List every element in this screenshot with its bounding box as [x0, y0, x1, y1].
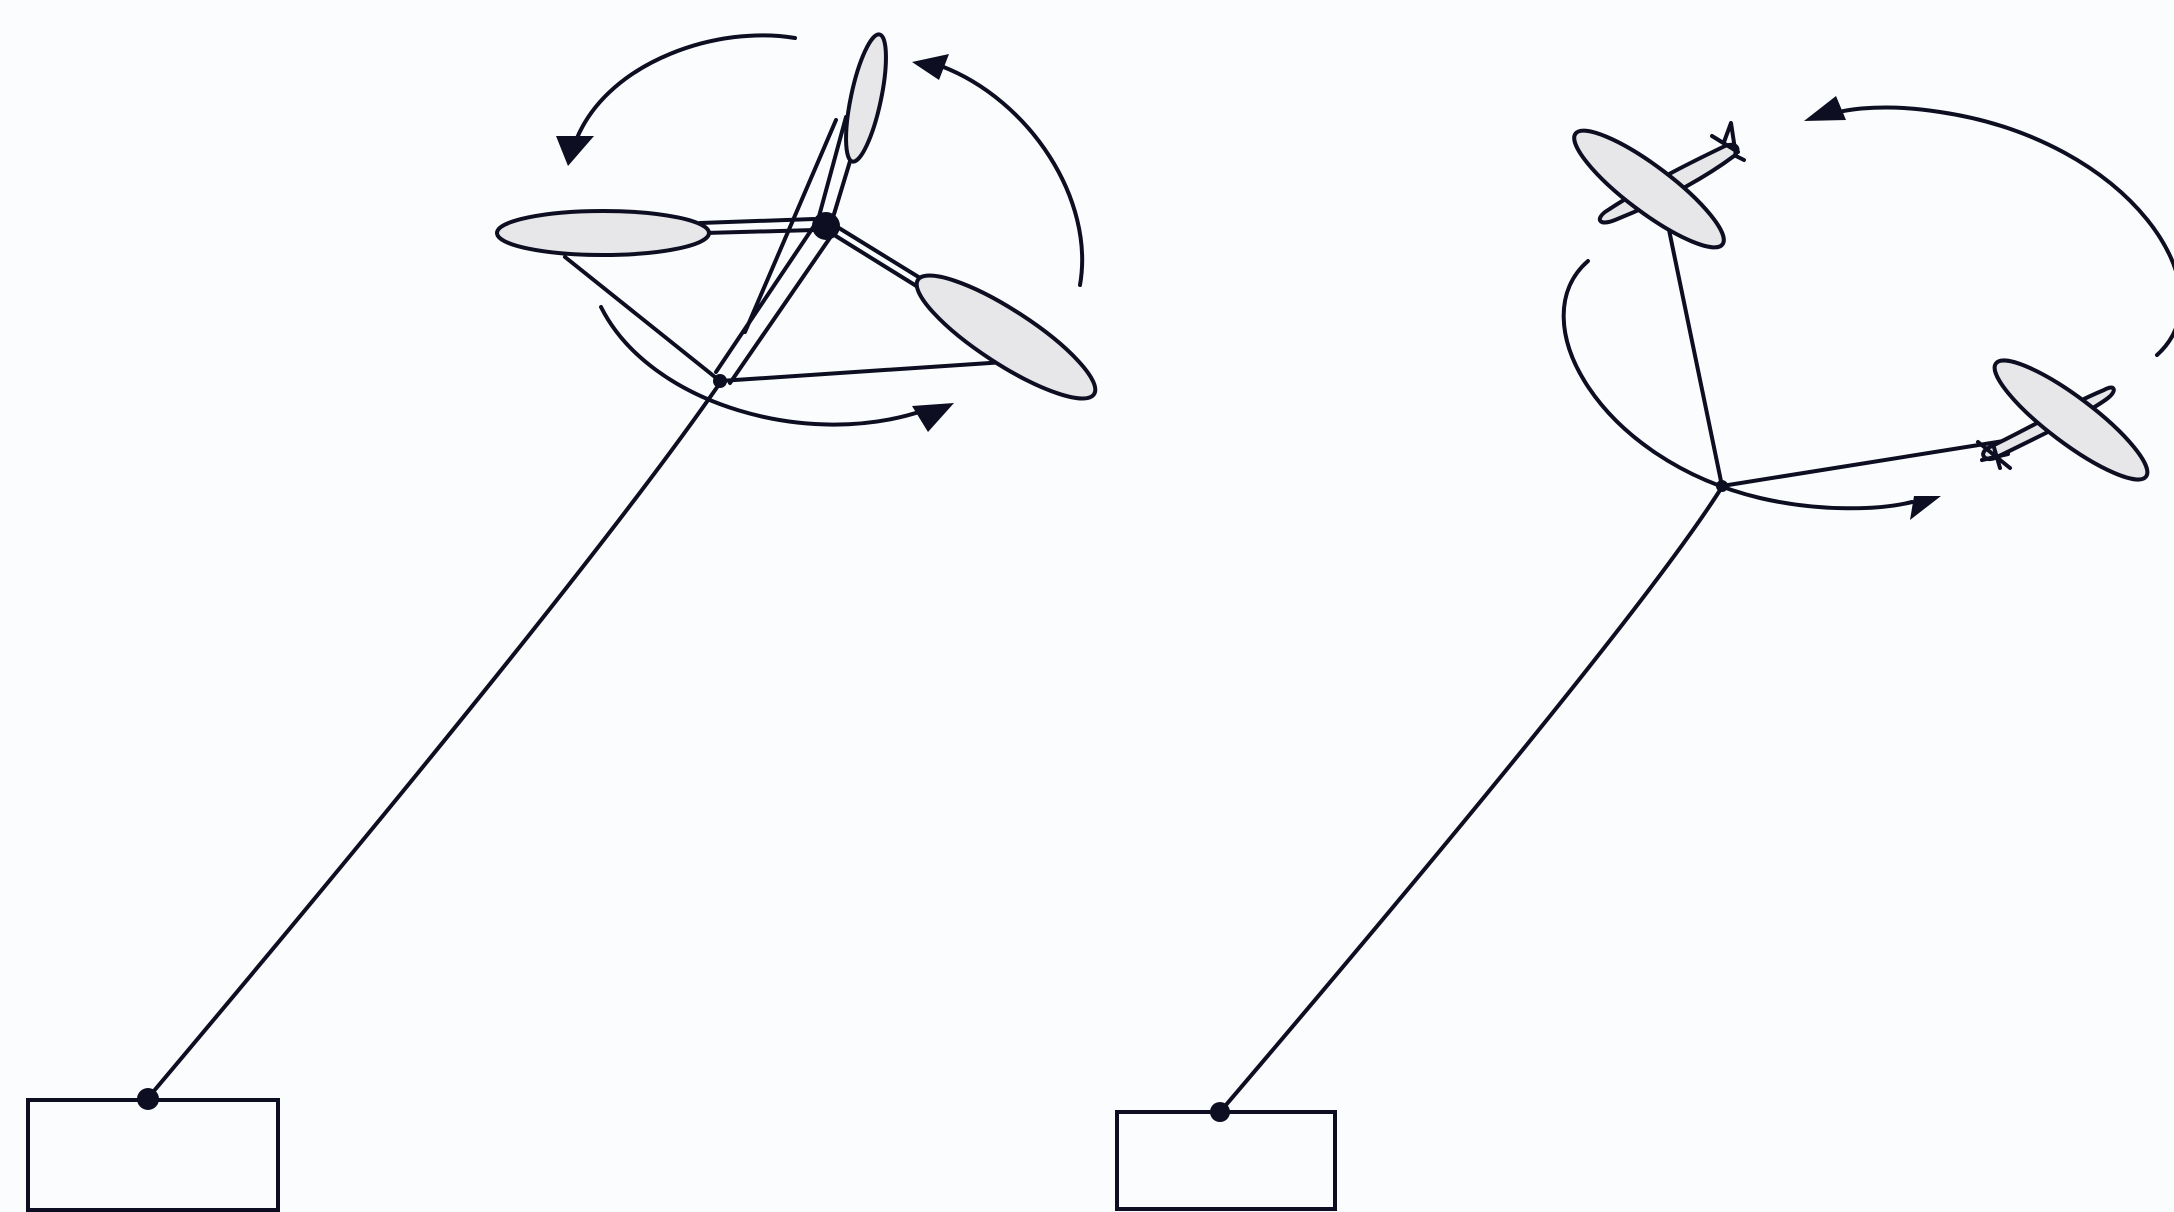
rotor-arm-right-b — [829, 231, 920, 289]
bridle-line-2 — [718, 360, 1007, 383]
flight-path-arrow-bottom — [1561, 259, 1914, 511]
rotor-arm-right-a — [824, 218, 927, 283]
rotor-arm-left-b — [703, 228, 817, 235]
rotation-arrowhead-bottom — [912, 403, 954, 432]
ground-station-right — [1115, 1110, 1337, 1211]
hub-shaft-a — [714, 218, 820, 374]
kite-upper — [1572, 121, 1746, 250]
rotation-arrowhead-top-right — [912, 54, 949, 80]
flight-path-arrowhead-top — [1804, 96, 1846, 121]
rotor-wing-right — [914, 273, 1098, 401]
rotor-kite-system — [26, 32, 1098, 1212]
kite-lower — [1976, 358, 2150, 482]
secondary-tether-top — [1666, 223, 1724, 488]
rotor-hub — [812, 212, 840, 240]
bridle-junction-left — [713, 374, 727, 388]
rotor-arm-left-a — [698, 217, 816, 225]
dual-kite-system — [1115, 96, 2174, 1211]
kite-lower-wing — [1992, 358, 2150, 482]
kite-upper-wing — [1572, 128, 1726, 250]
bridle-line-1 — [563, 255, 722, 383]
tether-anchor-left — [137, 1088, 159, 1110]
flight-path-arrow-top — [1830, 105, 2174, 357]
rotor-arm-top-a — [816, 115, 848, 222]
rotation-arrow-bottom — [599, 305, 927, 427]
rotation-arrow-top-left — [575, 33, 797, 140]
rotor-arm-top-b — [829, 156, 853, 226]
hub-shaft-b — [728, 230, 836, 385]
tether-anchor-right — [1210, 1102, 1230, 1122]
rotation-arrowhead-top-left — [556, 136, 594, 166]
kite-upper-tail — [1710, 121, 1746, 162]
rotation-arrow-top-right — [939, 64, 1085, 287]
main-tether-left — [146, 381, 722, 1100]
ground-station-left — [26, 1098, 280, 1212]
kite-lower-tail — [1976, 440, 2012, 470]
bridle-line-3 — [743, 118, 838, 334]
rotor-wing-left — [495, 209, 711, 257]
main-tether-right — [1218, 485, 1724, 1114]
secondary-tether-right — [1720, 438, 2012, 488]
flight-path-arrowhead-bottom — [1910, 496, 1941, 520]
rotor-wing-top — [844, 32, 888, 164]
